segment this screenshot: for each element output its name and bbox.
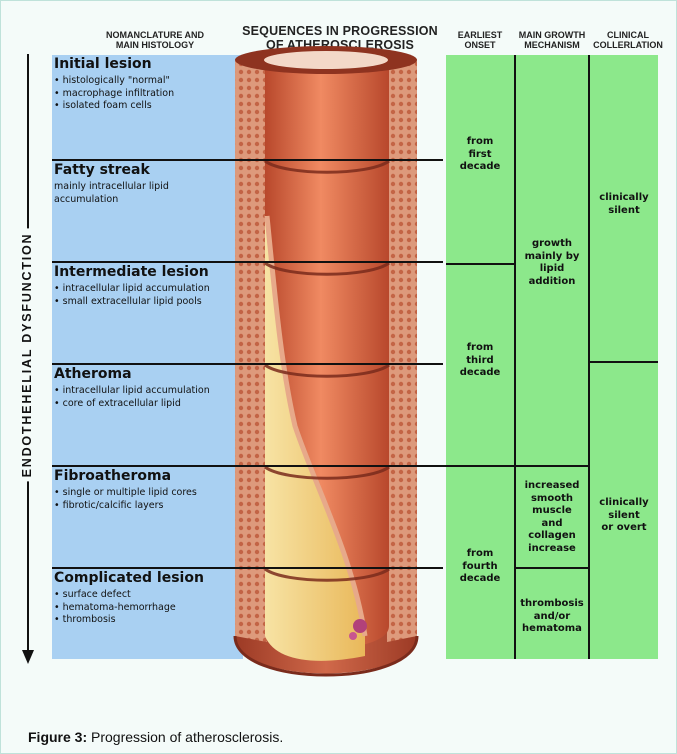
- list-item: intracellular lipid accumulation: [54, 385, 210, 398]
- row-divider: [52, 159, 443, 161]
- list-item: isolated foam cells: [54, 100, 174, 113]
- axis-label-text: ENDOTHEHELIAL DYSFUNCTION: [20, 229, 34, 482]
- list-item: histologically "normal": [54, 75, 174, 88]
- stage-list: surface defect hematoma-hemorrhage throm…: [54, 589, 176, 627]
- list-item: macrophage infiltration: [54, 88, 174, 101]
- growth-divider: [514, 567, 590, 569]
- stage-title: Initial lesion: [54, 56, 152, 72]
- stage-title: Fatty streak: [54, 162, 150, 178]
- stage-title: Intermediate lesion: [54, 264, 209, 280]
- list-item: small extracellular lipid pools: [54, 296, 210, 309]
- stage-list: histologically "normal" macrophage infil…: [54, 75, 174, 113]
- growth-thrombosis: thrombosis and/or hematoma: [516, 598, 588, 636]
- row-divider: [52, 261, 443, 263]
- list-item: mainly intracellular lipid: [54, 181, 169, 194]
- list-item: single or multiple lipid cores: [54, 487, 197, 500]
- stage-title: Atheroma: [54, 366, 132, 382]
- clinical-silent: clinically silent: [590, 192, 658, 217]
- caption-label: Figure 3:: [28, 729, 87, 745]
- artery-opening-inner: [264, 51, 388, 69]
- row-divider: [52, 465, 446, 467]
- clinical-divider: [588, 361, 658, 363]
- figure-caption: Figure 3: Progression of atherosclerosis…: [28, 729, 283, 745]
- list-item: intracellular lipid accumulation: [54, 283, 210, 296]
- wall-texture-right: [387, 60, 417, 642]
- header-onset: EARLIEST ONSET: [448, 30, 512, 50]
- list-item: accumulation: [54, 194, 169, 207]
- stage-list: intracellular lipid accumulation core of…: [54, 385, 210, 410]
- clinical-silent-or-overt: clinically silent or overt: [590, 497, 658, 535]
- stage-list: mainly intracellular lipid accumulation: [54, 181, 169, 206]
- stage-list: single or multiple lipid cores fibrotic/…: [54, 487, 197, 512]
- list-item: surface defect: [54, 589, 176, 602]
- stage-title: Complicated lesion: [54, 570, 204, 586]
- row-divider: [52, 363, 443, 365]
- row-divider: [52, 567, 443, 569]
- growth-smooth-muscle: increased smooth muscle and collagen inc…: [516, 480, 588, 555]
- thrombus: [353, 619, 367, 633]
- wall-texture-left: [235, 60, 267, 642]
- artery-illustration: [205, 36, 447, 716]
- growth-lipid-addition: growth mainly by lipid addition: [516, 238, 588, 288]
- header-growth: MAIN GROWTH MECHANISM: [514, 30, 590, 50]
- list-item: fibrotic/calcific layers: [54, 500, 197, 513]
- list-item: hematoma-hemorrhage: [54, 602, 176, 615]
- onset-divider: [446, 263, 516, 265]
- caption-text: Progression of atherosclerosis.: [87, 729, 283, 745]
- stage-list: intracellular lipid accumulation small e…: [54, 283, 210, 308]
- list-item: thrombosis: [54, 614, 176, 627]
- onset-third-decade: from third decade: [446, 342, 514, 380]
- onset-fourth-decade: from fourth decade: [446, 548, 514, 586]
- thrombus: [349, 632, 357, 640]
- onset-growth-divider: [446, 465, 590, 467]
- header-clinical: CLINICAL COLLERLATION: [588, 30, 668, 50]
- onset-first-decade: from first decade: [446, 136, 514, 174]
- list-item: core of extracellular lipid: [54, 398, 210, 411]
- stage-title: Fibroatheroma: [54, 468, 171, 484]
